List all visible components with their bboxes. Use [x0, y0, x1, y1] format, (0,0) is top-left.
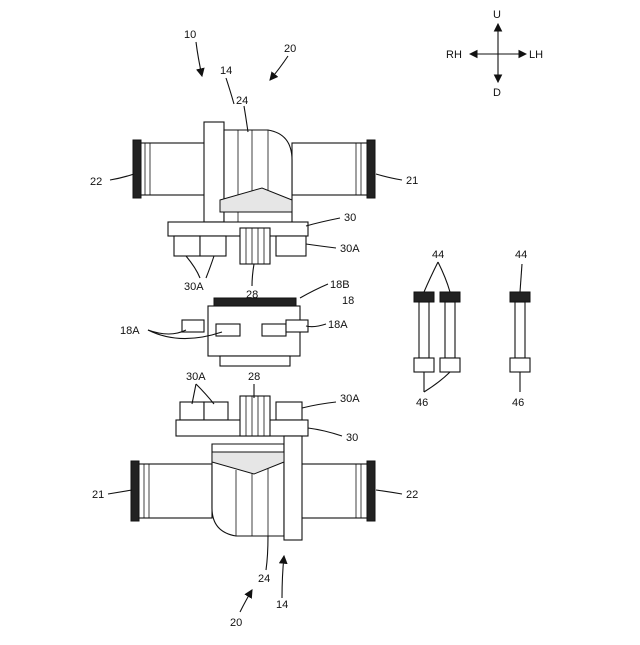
bracket-top	[168, 222, 308, 236]
bracket-bottom-tab-1	[180, 402, 204, 420]
bolt-1-head	[414, 292, 434, 302]
bolt-1-nut	[414, 358, 434, 372]
bracket-bottom-tab-3	[276, 402, 302, 420]
label-bracket-bottom: 30	[346, 432, 358, 444]
bolt-2-nut	[440, 358, 460, 372]
label-member-cap: 18B	[330, 279, 350, 291]
bolt-1-shank	[419, 302, 429, 358]
bolt-pair	[414, 292, 460, 372]
top-joint-unit	[133, 122, 375, 264]
reference-labels: 10 14 24 20 22 21 30 30A 30A 28 18B 18 1…	[90, 29, 527, 629]
joint-bottom-flange	[284, 436, 302, 540]
label-joint-bottom: 14	[276, 599, 288, 611]
label-joint-top-body: 24	[236, 95, 248, 107]
compass-up-label: U	[493, 9, 501, 21]
label-spline-top: 28	[246, 289, 258, 301]
label-unit-top: 20	[284, 43, 296, 55]
label-joint-bottom-body: 24	[258, 573, 270, 585]
label-member-tab-left: 18A	[120, 325, 140, 337]
pipe-bottom-left	[136, 464, 212, 518]
compass-down-label: D	[493, 87, 501, 99]
bolt-3-head	[510, 292, 530, 302]
bolt-2-head	[440, 292, 460, 302]
pipe-top-left	[138, 143, 210, 195]
label-joint-top: 14	[220, 65, 232, 77]
label-spline-bottom: 28	[248, 371, 260, 383]
member-tab-right-1	[262, 324, 286, 336]
label-bracket-top: 30	[344, 212, 356, 224]
label-member: 18	[342, 295, 354, 307]
member-tab-right-2	[286, 320, 308, 332]
label-bracket-bottom-tab-right: 30A	[340, 393, 360, 405]
direction-compass: U D RH LH	[446, 9, 543, 99]
pipe-top-right	[292, 143, 370, 195]
leader-lines	[108, 42, 522, 612]
pipe-bottom-right	[300, 464, 370, 518]
compass-right-label: LH	[529, 49, 543, 61]
label-pipe-bottom-left: 21	[92, 489, 104, 501]
pipe-bottom-right-end	[367, 461, 375, 521]
label-bracket-top-tab-right: 30A	[340, 243, 360, 255]
pipe-top-left-end	[133, 140, 141, 198]
bracket-bottom-tab-2	[204, 402, 228, 420]
bolt-2-shank	[445, 302, 455, 358]
spline-bottom	[240, 396, 270, 436]
label-bolt-single-head: 44	[515, 249, 527, 261]
label-member-tab-right: 18A	[328, 319, 348, 331]
label-bracket-bottom-tab-left: 30A	[186, 371, 206, 383]
label-bolt-pair-head: 44	[432, 249, 444, 261]
label-assembly: 10	[184, 29, 196, 41]
label-bolt-single-nut: 46	[512, 397, 524, 409]
pipe-top-right-end	[367, 140, 375, 198]
label-pipe-top-right: 21	[406, 175, 418, 187]
label-bolt-pair-nut: 46	[416, 397, 428, 409]
pipe-bottom-left-end	[131, 461, 139, 521]
bolt-3-nut	[510, 358, 530, 372]
label-pipe-bottom-right: 22	[406, 489, 418, 501]
member-tab-left-2	[216, 324, 240, 336]
member-base	[220, 356, 290, 366]
bolt-3-shank	[515, 302, 525, 358]
bottom-joint-unit	[131, 396, 375, 540]
label-bracket-top-tab-left: 30A	[184, 281, 204, 293]
bracket-top-tab-3	[276, 236, 306, 256]
label-pipe-top-left: 22	[90, 176, 102, 188]
bracket-top-tab-2	[200, 236, 226, 256]
compass-left-label: RH	[446, 49, 462, 61]
spline-top	[240, 228, 270, 264]
bracket-top-tab-1	[174, 236, 200, 256]
label-unit-bottom: 20	[230, 617, 242, 629]
member-18	[182, 298, 308, 366]
bolt-single	[510, 292, 530, 372]
